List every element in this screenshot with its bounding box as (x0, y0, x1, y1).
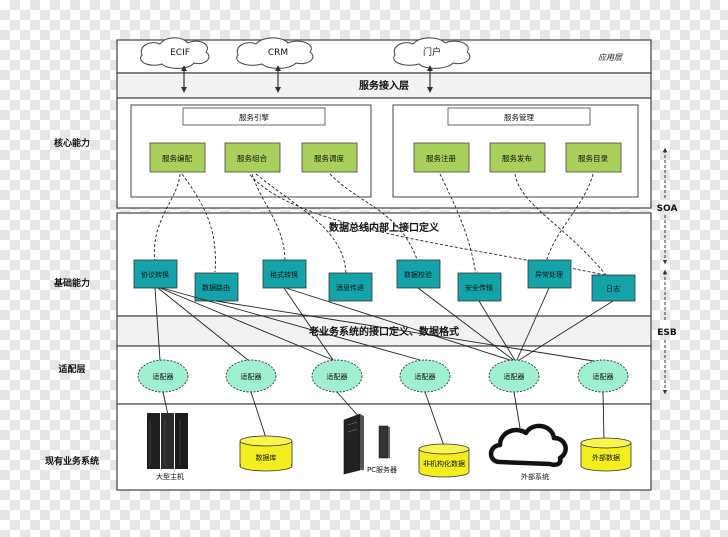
adapter-band (116, 345, 652, 405)
app-clouds: ECIF CRM 门户 (140, 37, 471, 69)
esb-label: ESB (657, 328, 677, 338)
adapter-label: 适配器 (153, 372, 174, 381)
service-management-title: 服务管理 (504, 112, 534, 122)
adapter-1[interactable]: 适配器 (137, 359, 189, 393)
mgmt-item-label: 服务注册 (426, 153, 456, 163)
adapter-label: 适配器 (593, 372, 614, 381)
row-labels: 核心能力 基础能力 适配层 现有业务系统 (45, 137, 99, 467)
engine-item-schedule[interactable]: 服务调度 (301, 142, 358, 173)
bus-title: 数据总线内部上接口定义 (329, 221, 440, 234)
database-icon[interactable]: 数据库 (239, 435, 293, 472)
engine-item-orchestrate[interactable]: 服务编配 (149, 142, 206, 173)
base-item-label: 消息传递 (336, 283, 364, 292)
access-layer-title: 服务接入层 (359, 79, 409, 92)
engine-item-label: 服务组合 (237, 153, 267, 163)
mgmt-item-catalog[interactable]: 服务目录 (565, 142, 622, 173)
service-management-group: 服务管理 服务注册 服务发布 服务目录 (392, 104, 639, 198)
row-label-core: 核心能力 (54, 137, 90, 149)
engine-item-compose[interactable]: 服务组合 (224, 142, 281, 173)
adapter-label: 适配器 (327, 372, 348, 381)
base-item-log[interactable]: 日志 (591, 274, 636, 302)
service-engine-header[interactable] (182, 107, 326, 126)
legacy-title: 老业务系统的接口定义、数据格式 (308, 325, 459, 338)
base-item-label: 异常处理 (535, 270, 563, 279)
service-engine-group: 服务引擎 服务编配 服务组合 服务调度 (130, 104, 372, 198)
row-label-legacy: 现有业务系统 (45, 455, 99, 467)
pc-server-label: PC服务器 (367, 465, 397, 474)
adapter-3[interactable]: 适配器 (311, 359, 363, 393)
mgmt-item-register[interactable]: 服务注册 (413, 142, 470, 173)
base-item-messaging[interactable]: 消息传递 (328, 272, 373, 302)
base-item-secure[interactable]: 安全传输 (457, 272, 502, 302)
adapters: 适配器 适配器 适配器 适配器 适配器 适配器 (137, 359, 629, 393)
base-item-label: 日志 (606, 284, 620, 293)
base-item-format[interactable]: 格式转换 (262, 259, 307, 289)
base-item-routing[interactable]: 数据路由 (194, 272, 239, 302)
app-cloud-ecif[interactable]: ECIF (140, 37, 210, 69)
mgmt-item-label: 服务发布 (502, 153, 532, 163)
base-item-validation[interactable]: 数据校验 (396, 259, 441, 289)
adapter-label: 适配器 (415, 372, 436, 381)
app-cloud-portal[interactable]: 门户 (393, 37, 471, 69)
unstructured-data-label: 非机构化数据 (423, 459, 465, 468)
base-item-protocol[interactable]: 协议转换 (133, 259, 178, 289)
adapter-label: 适配器 (504, 372, 525, 381)
app-label-crm: CRM (268, 48, 288, 58)
base-item-label: 格式转换 (270, 270, 298, 279)
row-label-adapter: 适配层 (58, 363, 85, 375)
soa-label: SOA (657, 204, 678, 214)
app-arrows (181, 65, 433, 93)
adapter-4[interactable]: 适配器 (399, 359, 451, 393)
adapter-label: 适配器 (241, 372, 262, 381)
service-engine-title: 服务引擎 (239, 112, 269, 122)
mgmt-item-publish[interactable]: 服务发布 (489, 142, 546, 173)
external-data-label: 外部数据 (592, 453, 620, 462)
app-label-portal: 门户 (423, 46, 441, 58)
service-management-header[interactable] (447, 107, 591, 126)
adapter-5[interactable]: 适配器 (488, 359, 540, 393)
database-label: 数据库 (256, 453, 277, 462)
base-item-label: 安全传输 (465, 283, 493, 292)
engine-item-label: 服务编配 (162, 153, 192, 163)
solid-connectors (154, 287, 614, 363)
access-layer-band (116, 72, 652, 99)
app-layer-label: 应用层 (598, 53, 623, 62)
row-label-base: 基础能力 (53, 277, 90, 289)
base-item-exception[interactable]: 异常处理 (527, 259, 572, 289)
base-item-label: 数据校验 (404, 270, 432, 279)
app-label-ecif: ECIF (170, 48, 190, 58)
base-item-label: 数据路由 (202, 283, 230, 292)
unstructured-data-icon[interactable]: 非机构化数据 (418, 443, 470, 478)
mgmt-item-label: 服务目录 (578, 153, 608, 163)
mainframe-icon[interactable] (147, 413, 188, 469)
base-items: 协议转换 数据路由 格式转换 消息传递 数据校验 安全传输 异常处理 日志 (133, 259, 636, 302)
base-item-label: 协议转换 (141, 270, 169, 279)
dashed-connectors (153, 173, 607, 276)
pc-server-icon[interactable] (343, 413, 390, 475)
adapter-6[interactable]: 适配器 (577, 359, 629, 393)
external-system-label: 外部系统 (521, 472, 549, 481)
mainframe-label: 大型主机 (156, 472, 184, 481)
engine-item-label: 服务调度 (314, 153, 344, 163)
systems: 大型主机 数据库 PC服务器 非机构化数据 (147, 413, 632, 481)
external-system-cloud-icon[interactable] (488, 423, 568, 467)
external-data-icon[interactable]: 外部数据 (580, 437, 632, 472)
adapter-2[interactable]: 适配器 (225, 359, 277, 393)
app-cloud-crm[interactable]: CRM (236, 37, 314, 69)
adapter-system-connectors (162, 391, 605, 447)
